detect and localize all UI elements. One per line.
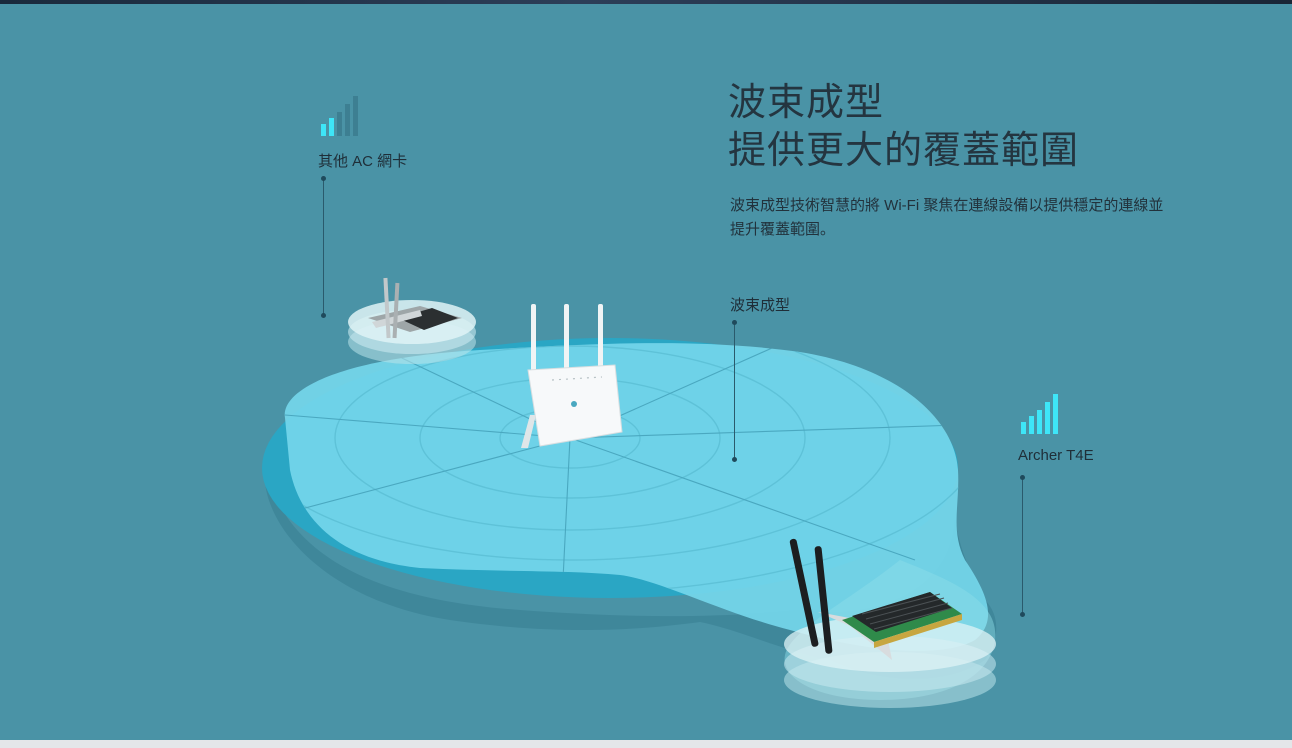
signal-bar bbox=[353, 96, 358, 136]
signal-bar bbox=[1029, 416, 1034, 434]
leader-line-beamforming bbox=[732, 320, 737, 462]
leader-line-archer bbox=[1020, 475, 1025, 617]
signal-bar bbox=[329, 118, 334, 136]
signal-bar bbox=[1037, 410, 1042, 434]
label-archer-t4e: Archer T4E bbox=[1018, 447, 1094, 464]
router-illustration bbox=[521, 304, 623, 448]
label-other-adapter: 其他 AC 網卡 bbox=[318, 153, 408, 170]
signal-bar bbox=[1021, 422, 1026, 434]
label-beamforming: 波束成型 bbox=[730, 297, 791, 314]
top-bar bbox=[0, 0, 1292, 4]
signal-bar bbox=[1053, 394, 1058, 434]
signal-bar bbox=[345, 104, 350, 136]
signal-bars-archer-icon bbox=[1021, 394, 1058, 434]
leader-line-other-adapter bbox=[321, 176, 326, 318]
beamforming-banner: 波束成型 提供更大的覆蓋範圍 波束成型技術智慧的將 Wi-Fi 聚焦在連線設備以… bbox=[0, 4, 1292, 740]
description: 波束成型技術智慧的將 Wi-Fi 聚焦在連線設備以提供穩定的連線並提升覆蓋範圍。 bbox=[730, 197, 1164, 238]
signal-bar bbox=[1045, 402, 1050, 434]
coverage-illustration bbox=[262, 277, 997, 708]
archer-pad bbox=[784, 616, 996, 708]
signal-bars-other-adapter-icon bbox=[321, 96, 358, 136]
headline-line-1: 波束成型 bbox=[728, 80, 885, 124]
archer-t4e-card bbox=[789, 538, 962, 660]
headline-line-2: 提供更大的覆蓋範圍 bbox=[728, 128, 1080, 172]
signal-bar bbox=[321, 124, 326, 136]
other-adapter-card bbox=[368, 277, 462, 339]
headline: 波束成型 提供更大的覆蓋範圍 bbox=[728, 78, 1079, 174]
signal-bar bbox=[337, 112, 342, 136]
bottom-strip bbox=[0, 740, 1292, 748]
coverage-blob bbox=[284, 343, 989, 651]
